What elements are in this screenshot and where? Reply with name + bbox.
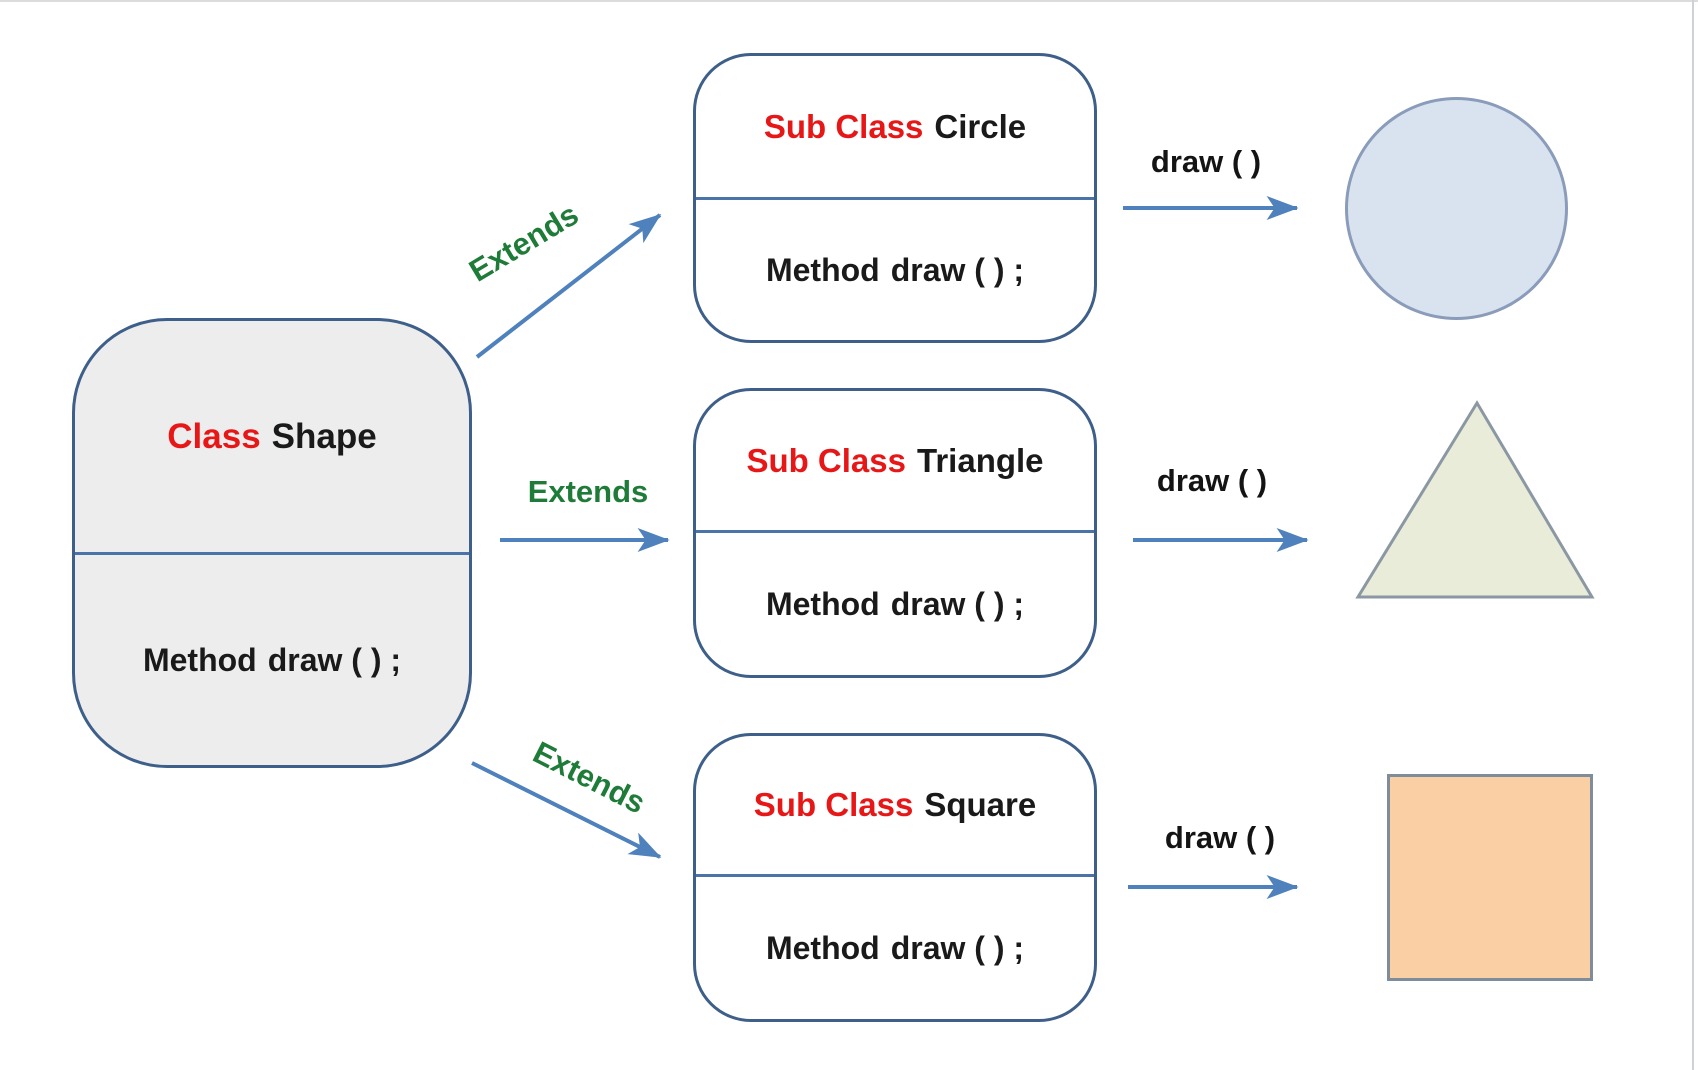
extends-arrow-square xyxy=(471,761,662,859)
subclass-triangle-box: Sub Class Triangle Method draw ( ) ; xyxy=(693,388,1097,678)
method-keyword: Method xyxy=(765,251,880,288)
extends-label-triangle: Extends xyxy=(527,474,649,509)
subclass-square-method: Method draw ( ) ; xyxy=(696,877,1094,1019)
subclass-square-title: Sub Class Square xyxy=(696,736,1094,877)
subclass-name: Square xyxy=(924,786,1037,823)
class-shape-method: Method draw ( ) ; xyxy=(75,555,469,765)
method-signature: draw ( ) ; xyxy=(890,585,1025,622)
subclass-circle-method: Method draw ( ) ; xyxy=(696,200,1094,340)
subclass-square-box: Sub Class Square Method draw ( ) ; xyxy=(693,733,1097,1022)
draw-label-circle: draw ( ) xyxy=(1150,144,1262,179)
triangle-shape xyxy=(1355,400,1595,599)
subclass-keyword: Sub Class xyxy=(746,441,906,479)
class-shape-title: Class Shape xyxy=(75,321,469,555)
square-shape xyxy=(1387,774,1593,981)
method-keyword: Method xyxy=(142,641,257,678)
class-shape-box: Class Shape Method draw ( ) ; xyxy=(72,318,472,768)
subclass-keyword: Sub Class xyxy=(753,786,914,823)
method-signature: draw ( ) ; xyxy=(267,641,402,678)
subclass-name: Triangle xyxy=(917,441,1044,479)
method-signature: draw ( ) ; xyxy=(890,929,1025,966)
subclass-triangle-title: Sub Class Triangle xyxy=(696,391,1094,533)
method-signature: draw ( ) ; xyxy=(890,251,1025,288)
image-top-edge xyxy=(0,0,1698,2)
class-keyword: Class xyxy=(167,416,261,456)
extends-arrow-circle xyxy=(475,213,662,359)
circle-shape xyxy=(1345,97,1568,320)
subclass-triangle-method: Method draw ( ) ; xyxy=(696,533,1094,675)
subclass-circle-box: Sub Class Circle Method draw ( ) ; xyxy=(693,53,1097,343)
class-name: Shape xyxy=(271,416,377,456)
subclass-name: Circle xyxy=(934,107,1027,145)
draw-label-square: draw ( ) xyxy=(1164,820,1276,855)
method-keyword: Method xyxy=(765,929,880,966)
image-right-edge xyxy=(1692,0,1694,1070)
subclass-circle-title: Sub Class Circle xyxy=(696,56,1094,200)
subclass-keyword: Sub Class xyxy=(763,107,924,145)
method-keyword: Method xyxy=(765,585,880,622)
draw-label-triangle: draw ( ) xyxy=(1156,463,1268,498)
